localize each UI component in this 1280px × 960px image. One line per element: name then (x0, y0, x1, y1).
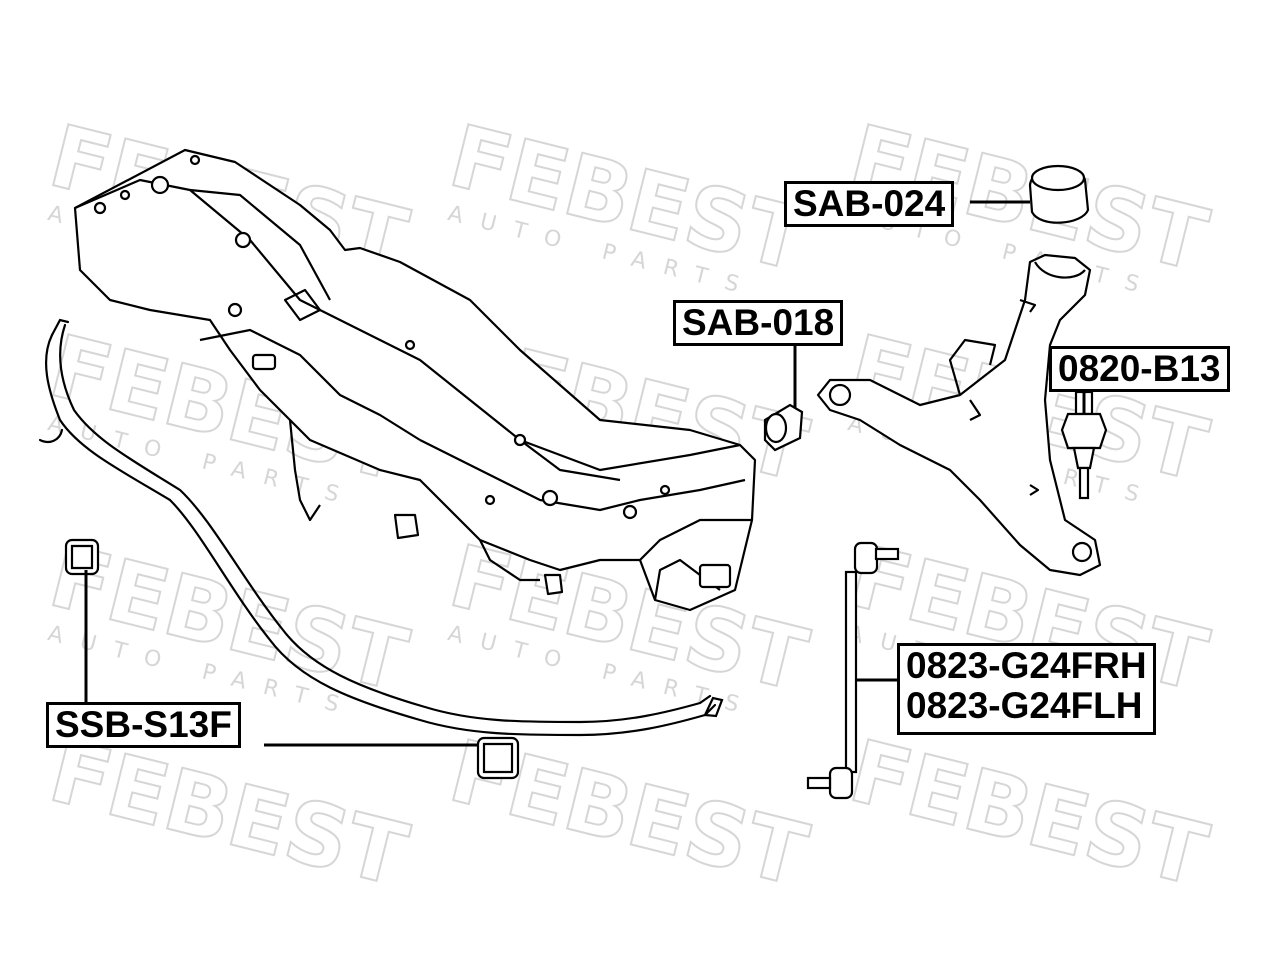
label-0820-b13: 0820-B13 (1049, 346, 1230, 392)
watermark-2: FEBEST AUTO PARTS (439, 106, 817, 303)
watermark-10: FEBEST (39, 721, 417, 908)
label-ssb-s13f: SSB-S13F (46, 702, 241, 748)
label-sab-018-text: SAB-018 (682, 302, 835, 343)
stabilizer-bushing-bottom (476, 736, 520, 780)
label-sab-024-text: SAB-024 (793, 183, 946, 224)
ball-joint-drawing (1060, 390, 1108, 500)
watermark-brand: FEBEST (840, 722, 1216, 907)
label-stabilizer-link: 0823-G24FRH 0823-G24FLH (897, 643, 1156, 735)
bushing-sab024-drawing (1028, 164, 1090, 224)
stabilizer-bar-drawing (38, 318, 724, 737)
watermark-brand: FEBEST (40, 722, 416, 907)
label-sab-024: SAB-024 (784, 181, 955, 227)
label-link-lh-text: 0823-G24FLH (906, 685, 1143, 726)
label-link-rh-text: 0823-G24FRH (906, 645, 1147, 686)
label-sab-018: SAB-018 (673, 300, 844, 346)
watermark-12: FEBEST (839, 721, 1217, 908)
label-0820-b13-text: 0820-B13 (1058, 348, 1221, 389)
control-arm-drawing (816, 253, 1102, 577)
bushing-sab018-drawing (763, 403, 804, 452)
stabilizer-link-drawing (806, 541, 900, 800)
label-ssb-s13f-text: SSB-S13F (55, 704, 232, 745)
stabilizer-bushing-left (64, 538, 100, 576)
subframe-drawing (73, 148, 757, 612)
leader-lines (84, 200, 1086, 747)
